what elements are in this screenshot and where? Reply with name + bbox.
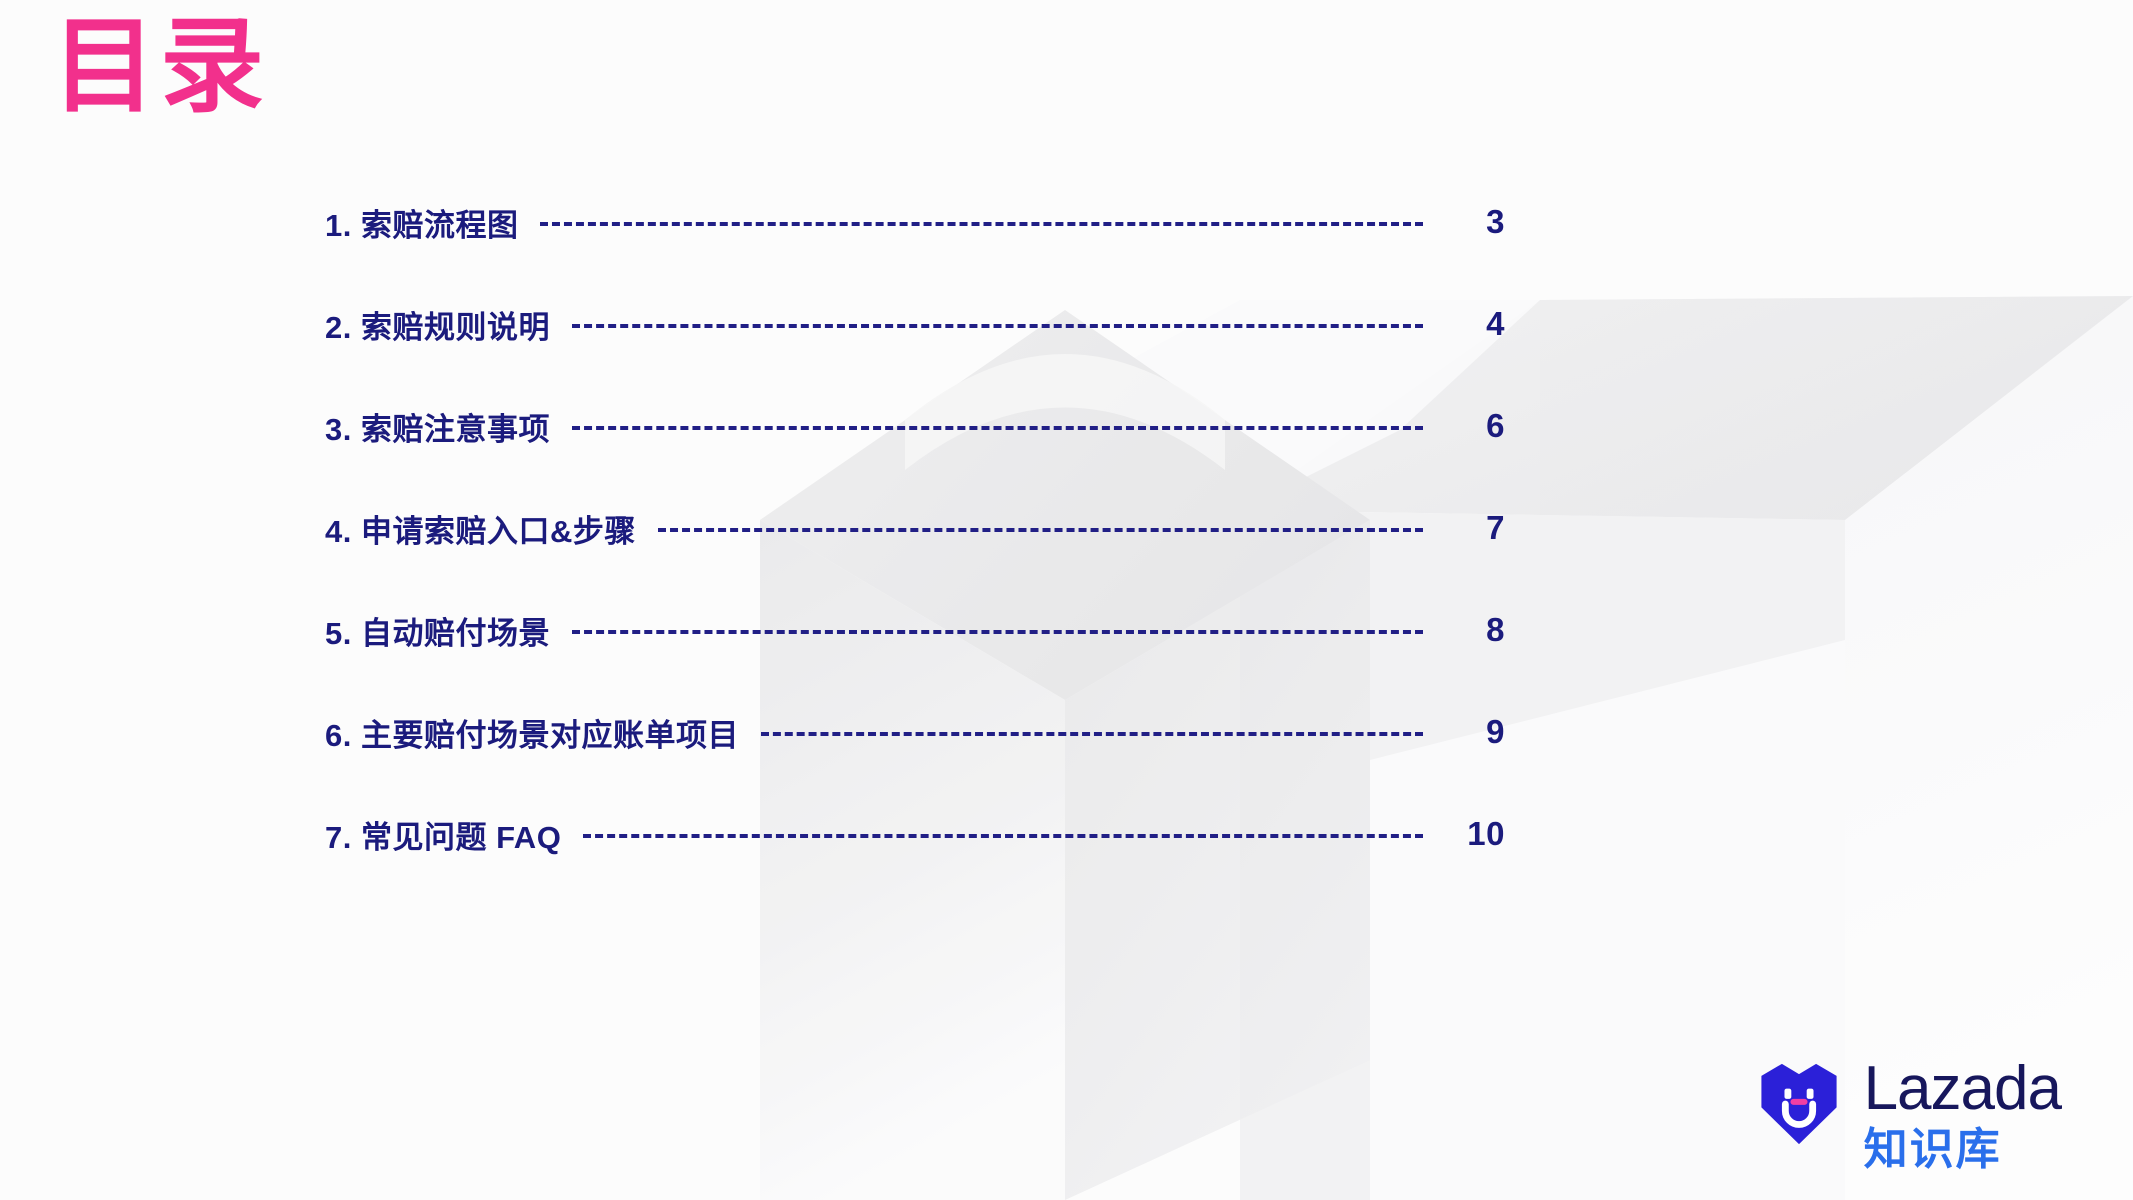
toc-page-number: 3	[1486, 203, 1505, 240]
page-title: 目录	[52, 9, 269, 125]
toc-leader-dots	[571, 324, 1423, 328]
table-of-contents: 1. 索赔流程图 3 2. 索赔规则说明 4 3. 索赔注意事项 6 4. 申请…	[325, 188, 1505, 868]
toc-leader-dots	[760, 732, 1423, 736]
toc-entry-label: 1. 索赔流程图	[325, 207, 519, 243]
logo-wordmark: Lazada	[1863, 1054, 2062, 1124]
logo-sublabel: 知识库	[1863, 1125, 2002, 1174]
toc-entry[interactable]: 6. 主要赔付场景对应账单项目 9	[325, 698, 1505, 766]
toc-entry-label: 7. 常见问题 FAQ	[325, 819, 562, 855]
toc-page-number: 9	[1486, 713, 1505, 750]
toc-page-number: 6	[1486, 407, 1505, 444]
toc-entry[interactable]: 1. 索赔流程图 3	[325, 188, 1505, 256]
toc-entry[interactable]: 2. 索赔规则说明 4	[325, 290, 1505, 358]
toc-leader-dots	[657, 528, 1423, 532]
toc-page-number: 7	[1486, 509, 1505, 546]
toc-entry-label: 6. 主要赔付场景对应账单项目	[325, 717, 739, 753]
logo-text-block: Lazada 知识库	[1863, 1054, 2062, 1174]
toc-leader-dots	[540, 222, 1423, 226]
toc-leader-dots	[571, 426, 1423, 430]
toc-entry-label: 4. 申请索赔入口&步骤	[325, 513, 636, 549]
lazada-logo: Lazada 知识库	[1756, 1054, 2062, 1174]
toc-entry[interactable]: 4. 申请索赔入口&步骤 7	[325, 494, 1505, 562]
toc-entry[interactable]: 3. 索赔注意事项 6	[325, 392, 1505, 460]
toc-page-number: 8	[1486, 611, 1505, 648]
toc-entry-label: 2. 索赔规则说明	[325, 309, 550, 345]
toc-entry-label: 3. 索赔注意事项	[325, 411, 550, 447]
toc-leader-dots	[571, 630, 1423, 634]
lazada-heart-icon	[1760, 1064, 1837, 1145]
toc-entry-label: 5. 自动赔付场景	[325, 615, 550, 651]
toc-entry[interactable]: 7. 常见问题 FAQ 10	[325, 800, 1505, 868]
toc-leader-dots	[583, 834, 1423, 838]
toc-entry[interactable]: 5. 自动赔付场景 8	[325, 596, 1505, 664]
toc-page-number: 4	[1486, 305, 1505, 342]
toc-page-number: 10	[1467, 815, 1505, 852]
